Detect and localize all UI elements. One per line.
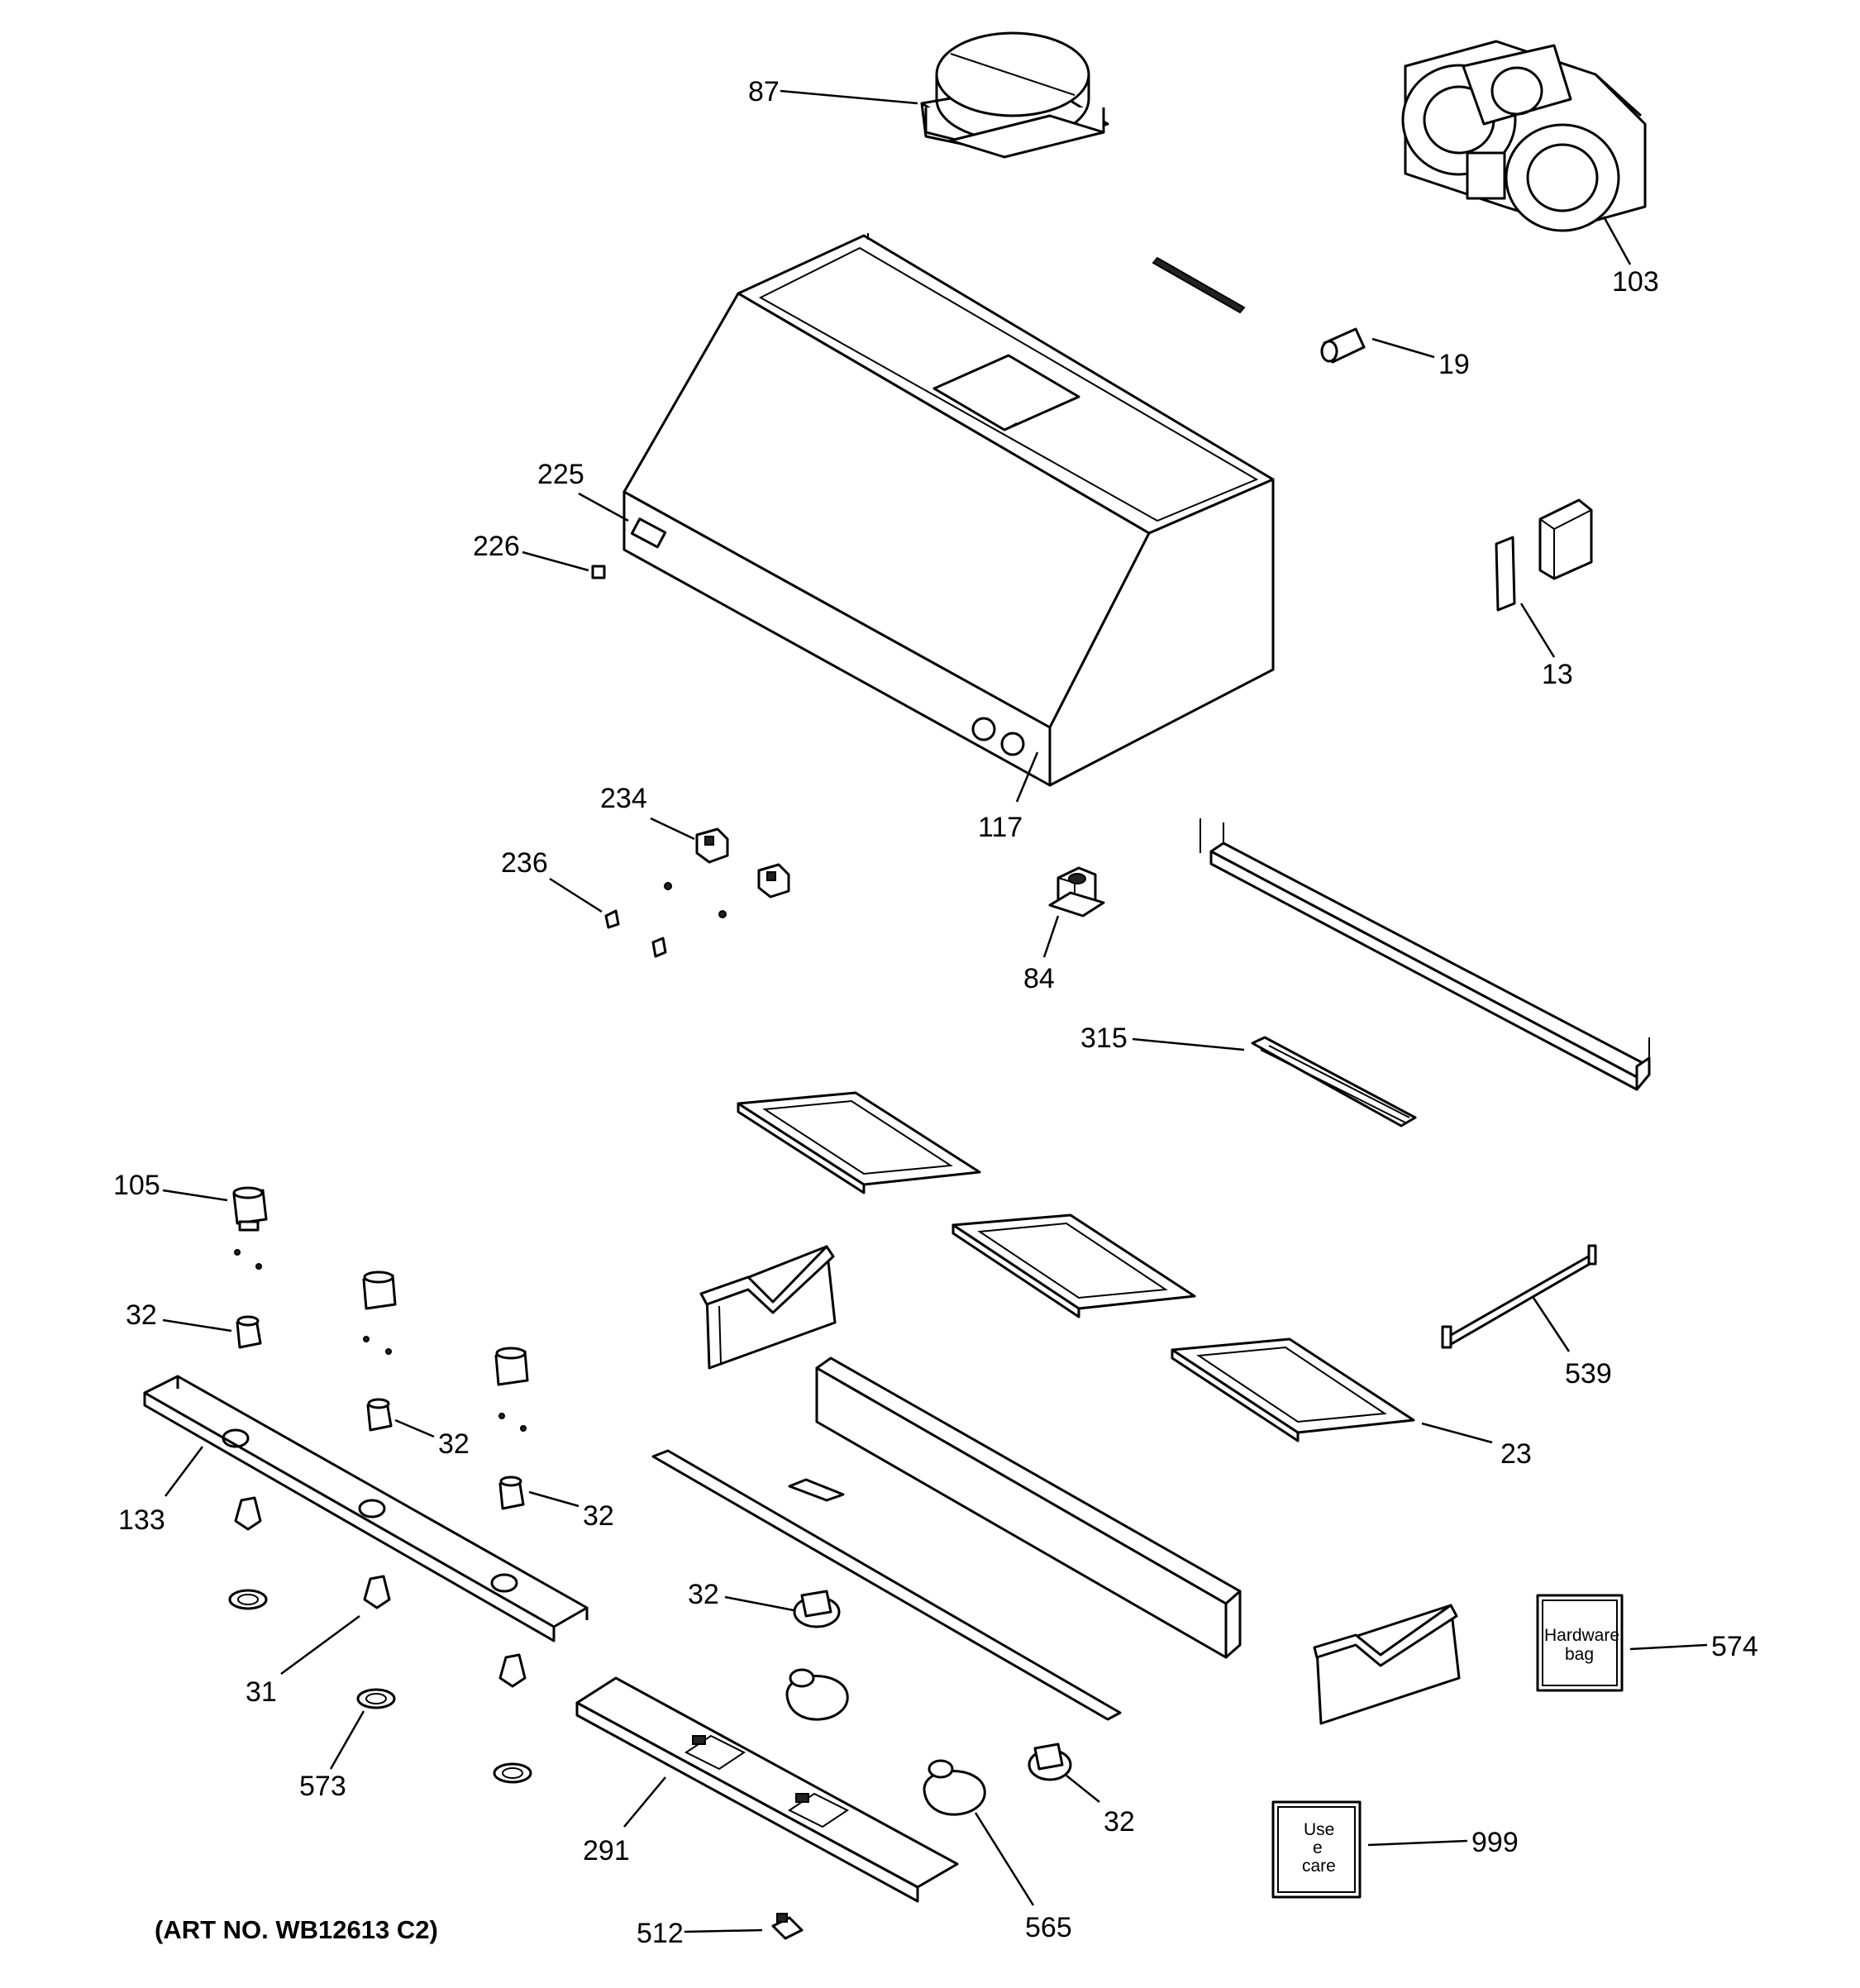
part-565-knob: [785, 1668, 986, 1816]
part-lamp-socket-3: [494, 1347, 529, 1432]
part-32-socket-b: [366, 1398, 393, 1432]
part-13-control-box: [1495, 498, 1593, 612]
callout-574: 574: [1711, 1631, 1758, 1662]
part-84-transformer: [1048, 866, 1105, 918]
part-236-lamp-holder: [604, 909, 667, 958]
callout-32-c: 32: [583, 1500, 614, 1532]
callout-19: 19: [1438, 349, 1470, 380]
part-105-lamp-socket: [232, 1186, 268, 1270]
callout-103: 103: [1612, 266, 1659, 298]
part-512-switch: [771, 1913, 804, 1940]
callout-225: 225: [537, 459, 584, 490]
part-strip-long: [651, 1449, 1122, 1721]
callout-32-e: 32: [1104, 1806, 1135, 1838]
part-234-switch: [664, 827, 790, 918]
callout-13: 13: [1542, 659, 1573, 690]
part-103-blower-assembly: [1401, 40, 1647, 232]
part-19-capacitor: [1320, 327, 1366, 364]
callout-84: 84: [1023, 963, 1055, 994]
callout-117: 117: [978, 812, 1023, 843]
use-care-label-line2: e: [1313, 1838, 1323, 1857]
part-133-lamp-bracket: [143, 1375, 589, 1642]
part-999-use-care-manual: Use e care: [1271, 1800, 1362, 1899]
callout-23: 23: [1500, 1438, 1532, 1470]
callout-512: 512: [637, 1918, 684, 1949]
part-226-clip: [591, 565, 606, 579]
callout-234: 234: [600, 783, 647, 814]
callout-999: 999: [1471, 1827, 1519, 1858]
hardware-bag-label-line1: Hardware: [1544, 1626, 1619, 1645]
part-23-filter-b: [951, 1213, 1196, 1318]
callout-315: 315: [1080, 1023, 1128, 1054]
callout-87: 87: [748, 76, 780, 107]
callout-565: 565: [1025, 1912, 1072, 1943]
part-539-bracket-rod: [1441, 1244, 1597, 1349]
part-bar-strip: [1152, 256, 1246, 314]
part-31-lamp-bulb: [234, 1496, 527, 1688]
callout-226: 226: [473, 531, 520, 562]
part-rail-middle: [815, 1356, 1242, 1659]
callout-32-b: 32: [438, 1428, 470, 1460]
callout-133: 133: [118, 1504, 165, 1536]
callout-32-d: 32: [688, 1579, 719, 1610]
part-315-light-channel: [1251, 1036, 1417, 1127]
part-32-knob-d: [793, 1590, 841, 1628]
use-care-label-line3: care: [1302, 1857, 1336, 1876]
part-32-socket-c: [498, 1476, 525, 1510]
part-hood-body: [622, 233, 1275, 787]
part-87-duct-transition: [920, 31, 1109, 159]
use-care-label-line1: Use: [1304, 1820, 1334, 1839]
part-side-bracket-left: [699, 1245, 837, 1370]
callout-539: 539: [1565, 1358, 1612, 1390]
part-32-socket-a: [236, 1315, 262, 1349]
hardware-bag-label-line2: bag: [1565, 1645, 1594, 1664]
part-574-hardware-bag: Hardware bag: [1536, 1594, 1624, 1692]
callout-31: 31: [246, 1676, 277, 1708]
part-573-trim-ring: [228, 1589, 532, 1784]
part-291-control-bracket: [575, 1676, 959, 1903]
part-lamp-socket-2: [362, 1271, 397, 1355]
callout-32-a: 32: [126, 1299, 157, 1331]
callout-291: 291: [583, 1835, 630, 1866]
part-side-bracket-right: [1313, 1604, 1461, 1725]
callout-105: 105: [113, 1170, 160, 1201]
part-23-filter-c: [1171, 1337, 1415, 1442]
callout-236: 236: [501, 847, 548, 879]
part-32-knob-e: [1028, 1742, 1072, 1781]
art-number: (ART NO. WB12613 C2): [155, 1915, 438, 1944]
part-23-filter-a: [737, 1091, 981, 1194]
callout-573: 573: [299, 1771, 346, 1802]
part-rail-upper: [1199, 818, 1651, 1091]
